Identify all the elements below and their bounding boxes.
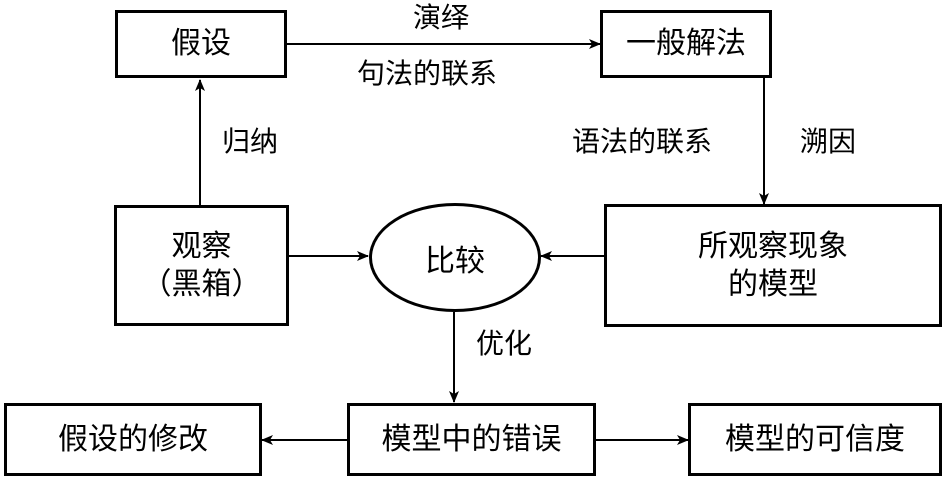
node-model-error-label: 模型中的错误 (381, 421, 562, 457)
edge-label-deduction: 演绎 (413, 1, 470, 34)
node-model-credibility: 模型的可信度 (688, 403, 942, 476)
node-model-credibility-label: 模型的可信度 (725, 421, 905, 457)
node-hypothesis-revision: 假设的修改 (4, 403, 262, 476)
node-observation-label-line1: 观察 (171, 229, 232, 264)
edge-label-optimization: 优化 (476, 327, 533, 360)
node-observation-label-line2: （黑箱） (141, 266, 262, 302)
node-hypothesis-label: 假设 (171, 26, 231, 62)
edge-label-semantic-link: 语法的联系 (572, 125, 713, 158)
node-general-solution-label: 一般解法 (626, 26, 746, 62)
node-observed-model: 所观察现象 的模型 (604, 204, 942, 327)
node-compare: 比较 (369, 203, 541, 312)
node-observed-model-label-line2: 的模型 (728, 266, 818, 302)
node-hypothesis: 假设 (115, 10, 287, 78)
node-hypothesis-revision-label: 假设的修改 (58, 421, 208, 457)
node-observed-model-label-line1: 所观察现象 (698, 229, 848, 264)
edge-label-syntactic-link: 句法的联系 (357, 57, 498, 90)
node-model-error: 模型中的错误 (347, 403, 596, 476)
node-compare-label: 比较 (425, 243, 485, 279)
node-general-solution: 一般解法 (600, 10, 772, 78)
edge-label-abduction: 溯因 (800, 125, 857, 158)
edge-label-induction: 归纳 (222, 125, 279, 158)
node-observation: 观察 （黑箱） (114, 205, 289, 326)
